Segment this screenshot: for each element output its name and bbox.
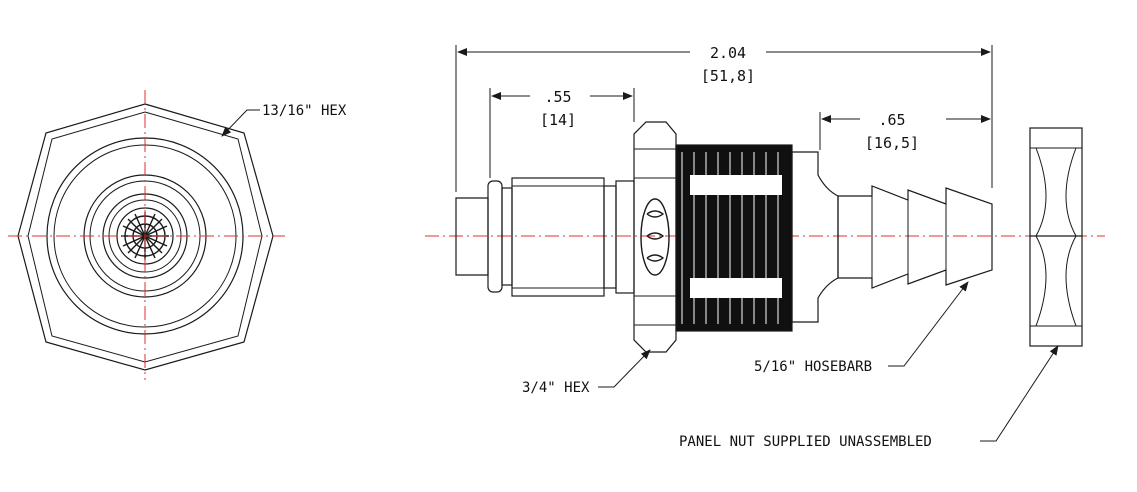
shoulder xyxy=(791,151,839,323)
coupling-dimension: .55 [14] xyxy=(489,88,635,178)
panel-nut-callout: PANEL NUT SUPPLIED UNASSEMBLED xyxy=(679,345,1059,450)
overall-dim-mm: [51,8] xyxy=(701,67,755,85)
end-view-hex-outline xyxy=(17,103,274,371)
thread-gap-top xyxy=(690,175,782,195)
coupling-body xyxy=(511,177,605,297)
panel-nut xyxy=(1029,127,1083,347)
hex-body-callout: 3/4" HEX xyxy=(522,349,651,396)
panel-nut-leader xyxy=(980,345,1059,442)
panel-nut-curve-left xyxy=(1035,147,1047,327)
collar-2 xyxy=(615,180,635,294)
hosebarb-leader xyxy=(888,281,969,367)
barb-dimension: .65 [16,5] xyxy=(819,111,991,152)
thread-gap-bottom xyxy=(690,278,782,298)
barb-dim-mm: [16,5] xyxy=(865,134,919,152)
hosebarb-label: 5/16" HOSEBARB xyxy=(754,359,872,375)
panel-nut-label: PANEL NUT SUPPLIED UNASSEMBLED xyxy=(679,434,932,450)
hosebarb xyxy=(837,185,993,289)
thread-section xyxy=(676,145,792,331)
side-view xyxy=(425,121,1105,353)
hex-body xyxy=(633,121,677,353)
collar-1 xyxy=(603,185,617,289)
hex-body-leader xyxy=(598,349,651,388)
overall-dimension: 2.04 [51,8] xyxy=(455,44,993,192)
hex-end-view-leader xyxy=(221,109,260,137)
panel-nut-curve-right xyxy=(1065,147,1077,327)
coupling-dim-inch: .55 xyxy=(544,88,571,106)
hex-end-view-label: 13/16" HEX xyxy=(262,103,347,119)
hex-logo xyxy=(640,198,670,276)
overall-dim-inch: 2.04 xyxy=(710,44,746,62)
end-view: 13/16" HEX xyxy=(8,90,347,380)
barb-dim-inch: .65 xyxy=(878,111,905,129)
coupling-dim-mm: [14] xyxy=(540,111,576,129)
hosebarb-callout: 5/16" HOSEBARB xyxy=(754,281,969,375)
hex-body-label: 3/4" HEX xyxy=(522,380,590,396)
